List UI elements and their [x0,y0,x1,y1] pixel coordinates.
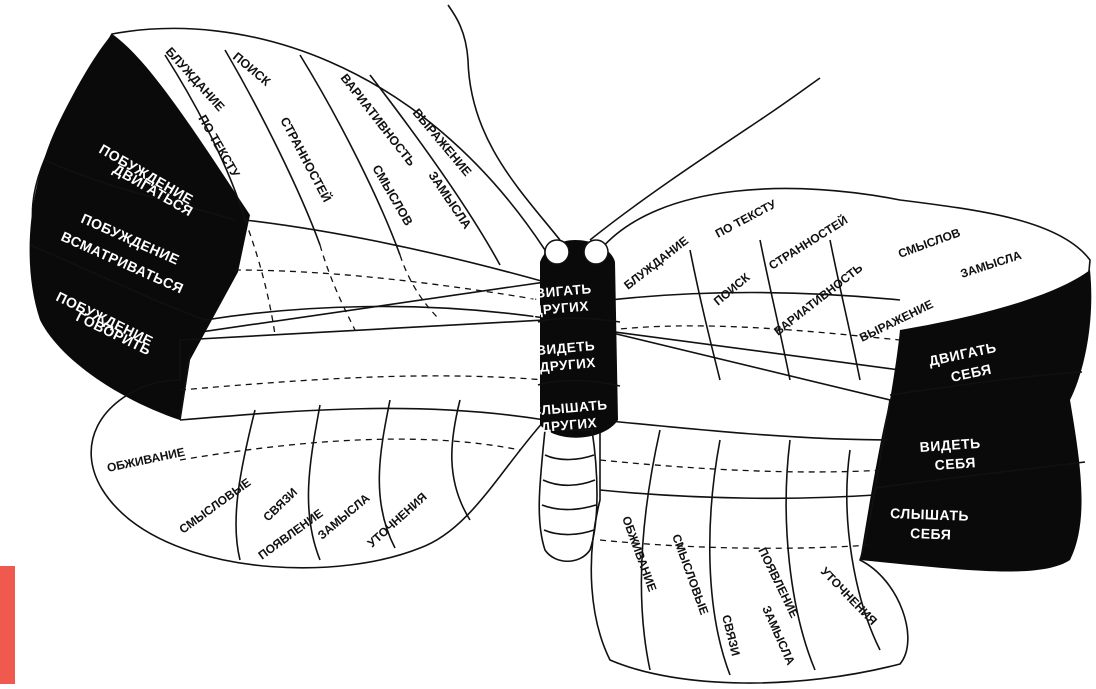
right-oddities: СТРАННОСТЕЙ [766,212,851,273]
left-semantic: СМЫСЛОВЫЕ [177,475,254,536]
left-oddities: СТРАННОСТЕЙ [277,114,334,204]
right-meanings: СМЫСЛОВ [896,225,962,261]
left-enlivening: ОБЖИВАНИЕ [106,445,186,475]
right-variability: ВАРИАТИВНОСТЬ [771,260,865,338]
see-self-l2: СЕБЯ [934,454,976,473]
right-lower-labels: ОБЖИВАНИЕ СМЫСЛОВЫЕ СВЯЗИ ПОЯВЛЕНИЕ ЗАМЫ… [619,514,880,667]
right-by-text: ПО ТЕКСТУ [713,197,779,241]
hear-self-l2: СЕБЯ [910,525,952,542]
right-of-intent: ЗАМЫСЛА [959,248,1024,281]
left-eye [545,240,569,264]
left-expression: ВЫРАЖЕНИЕ [410,106,474,179]
accent-bar [0,566,15,684]
antenna-right [590,78,820,240]
left-meanings: СМЫСЛОВ [369,163,415,229]
right-semantic: СМЫСЛОВЫЕ [669,532,711,616]
right-search: ПОИСК [711,270,753,309]
hear-self-l1: СЛЫШАТЬ [890,505,969,524]
antenna-left [448,5,560,240]
right-enlivening: ОБЖИВАНИЕ [619,514,659,593]
right-refinements: УТОЧНЕНИЯ [818,564,880,628]
right-lower-wing [591,330,908,683]
right-eye [584,240,608,264]
left-links: СВЯЗИ [260,485,300,524]
right-wandering: БЛУЖДАНИЕ [621,234,691,293]
left-of-intent: ЗАМЫСЛА [426,169,475,232]
left-refinements: УТОЧНЕНИЯ [365,490,430,550]
